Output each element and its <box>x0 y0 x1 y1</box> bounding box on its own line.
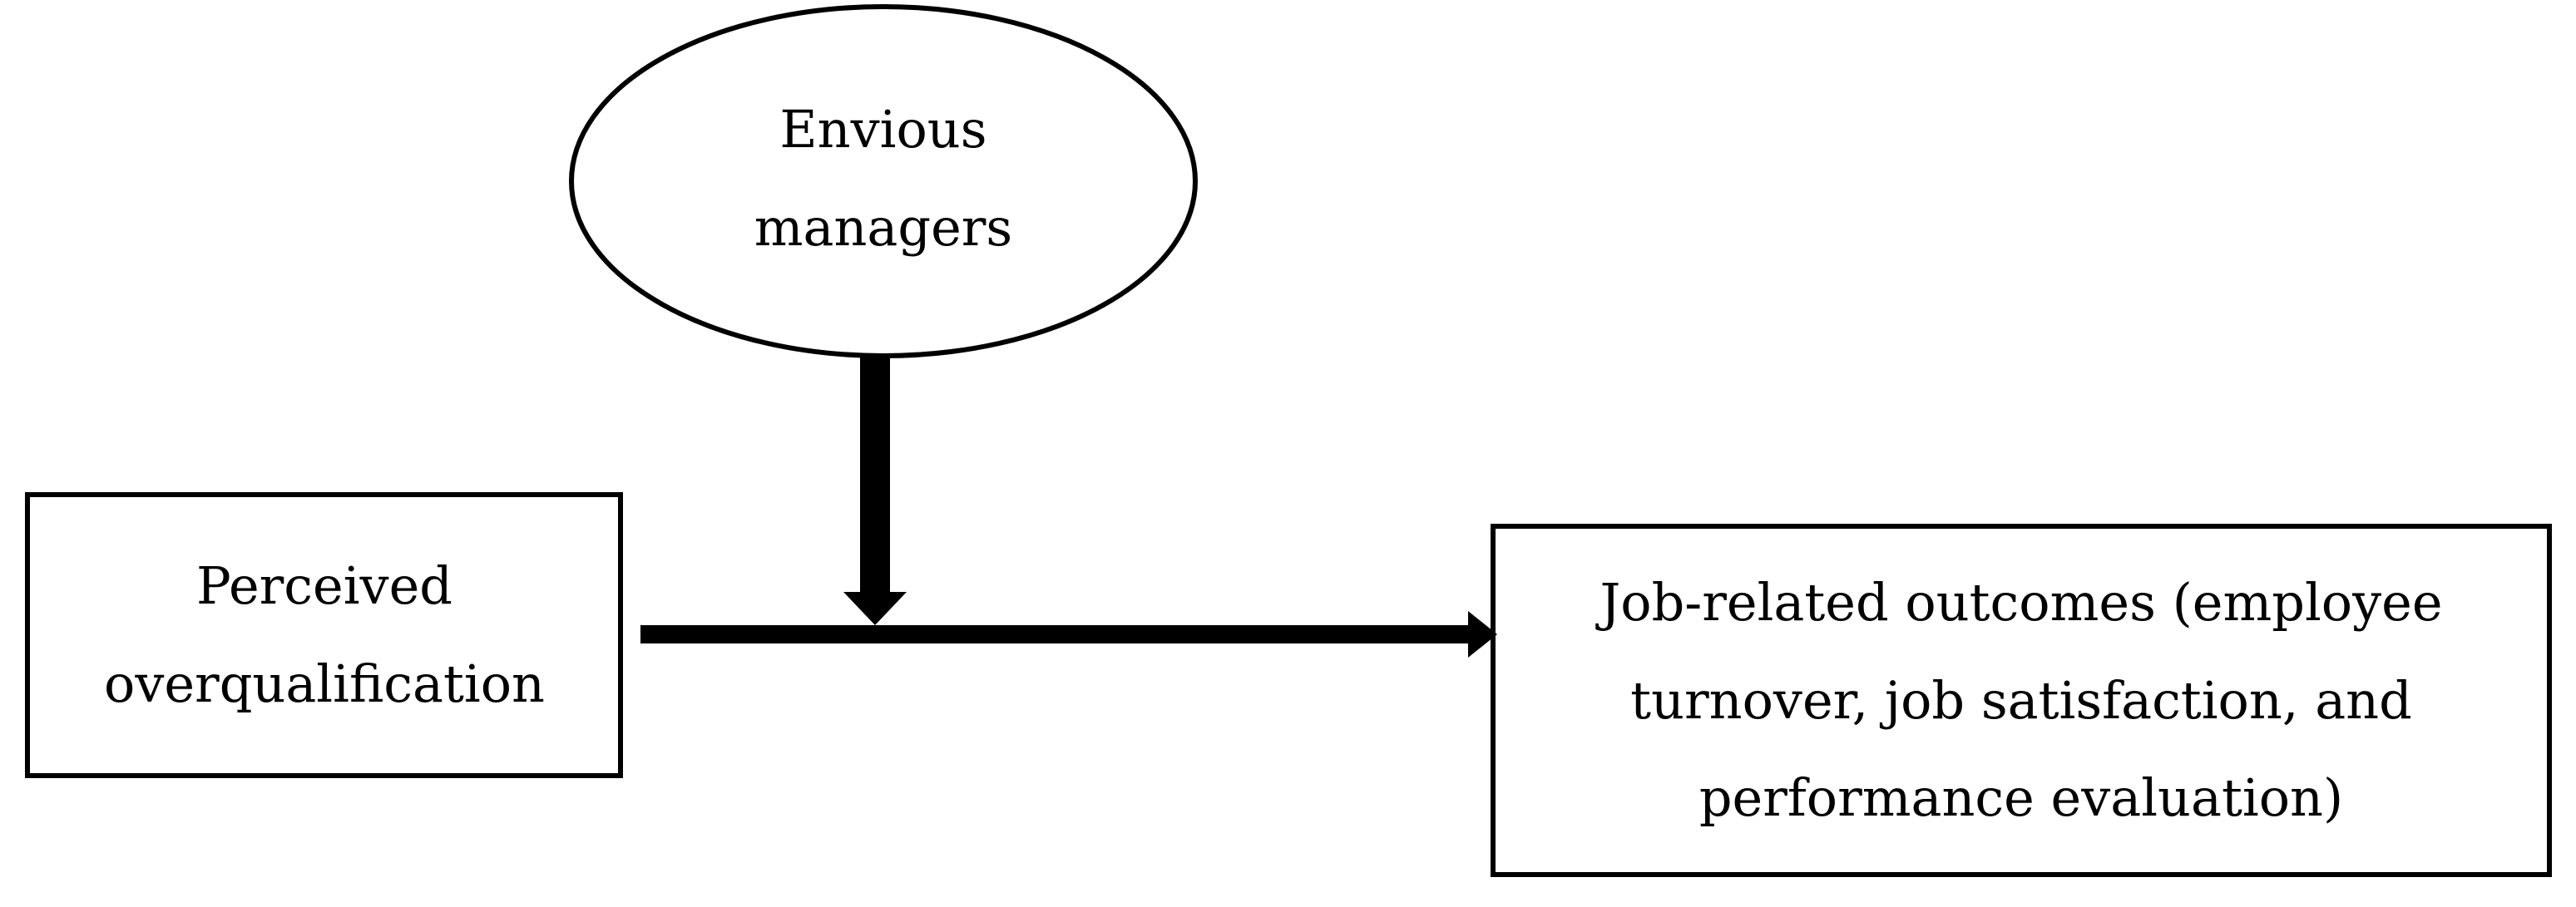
outcome-label: Job-related outcomes (employee turnover,… <box>1497 530 2545 870</box>
outcome-box <box>1491 524 2552 877</box>
moderator-label-line: managers <box>754 197 1013 258</box>
main-arrow-head <box>1468 611 1497 658</box>
predictor-label: Perceived overqualification <box>33 499 616 771</box>
predictor-label-line: Perceived <box>196 555 452 617</box>
outcome-label-line: turnover, job satisfaction, and <box>1630 669 2412 731</box>
moderator-label: Envious managers <box>617 33 1150 324</box>
outcome-label-line: Job-related outcomes (employee <box>1599 571 2443 633</box>
moderator-arrow-head <box>843 592 907 625</box>
outcome-label-line: performance evaluation) <box>1698 767 2344 829</box>
moderator-label-line: Envious <box>779 99 987 160</box>
predictor-label-line: overqualification <box>104 653 545 714</box>
moderator-arrow-shaft <box>860 356 890 597</box>
main-arrow-shaft <box>640 625 1476 643</box>
predictor-box <box>25 492 623 778</box>
